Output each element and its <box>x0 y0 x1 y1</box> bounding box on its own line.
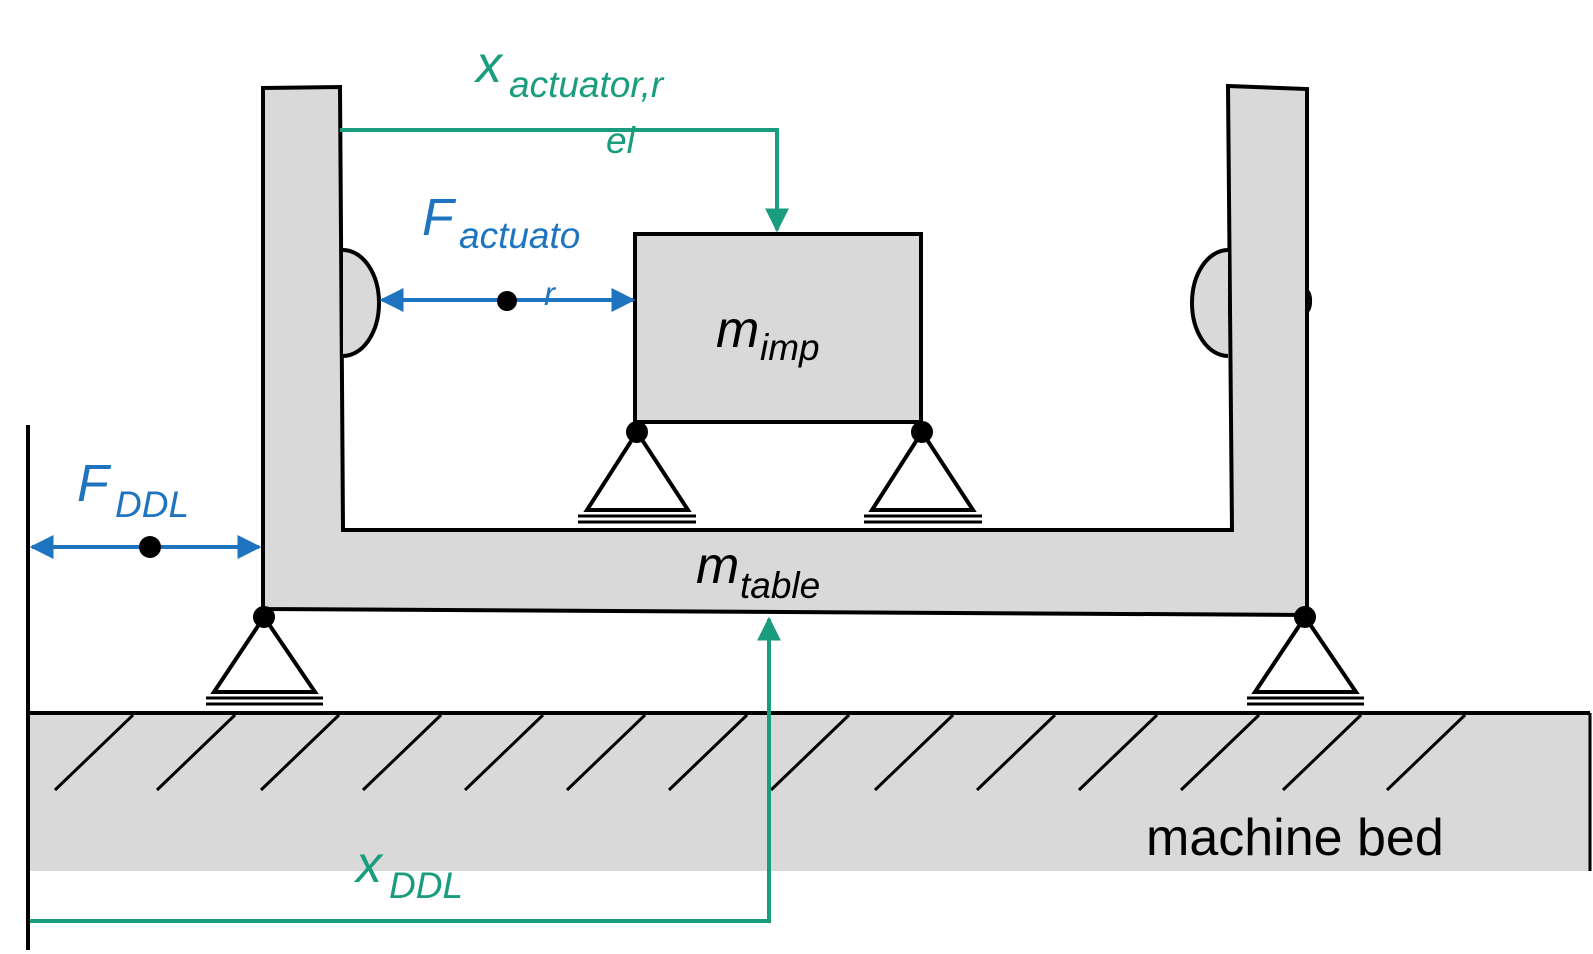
f-actuator-label-wrap: r <box>544 275 557 312</box>
impactor-right-bearing <box>864 421 982 524</box>
f-actuator-point <box>497 291 517 311</box>
x-actuator-rel-arrow <box>340 128 789 233</box>
m-table-label: m table <box>696 537 820 606</box>
machine-bed-label: machine bed <box>1146 809 1444 867</box>
machine-bed <box>30 713 1590 871</box>
x-ddl-arrow <box>30 616 781 923</box>
f-actuator-label: F actuato <box>422 189 580 256</box>
impactor-mass <box>633 232 923 424</box>
x-ddl-label: x DDL <box>353 836 463 906</box>
f-ddl-point <box>139 536 161 558</box>
table-right-bearing <box>1247 606 1364 706</box>
x-actuator-rel-label: x actuator,r <box>473 36 665 105</box>
left-actuator-mount <box>342 248 381 358</box>
right-actuator-stub <box>1305 288 1313 314</box>
right-actuator-mount <box>1190 248 1229 358</box>
impactor-left-bearing <box>578 421 696 524</box>
f-ddl-label: F DDL <box>77 455 189 525</box>
table-body <box>261 83 1309 618</box>
machine-bed-hatching <box>53 713 1467 792</box>
m-imp-label: m imp <box>716 301 820 368</box>
table-left-bearing <box>206 606 323 706</box>
x-actuator-rel-label-wrap: el <box>606 120 637 161</box>
